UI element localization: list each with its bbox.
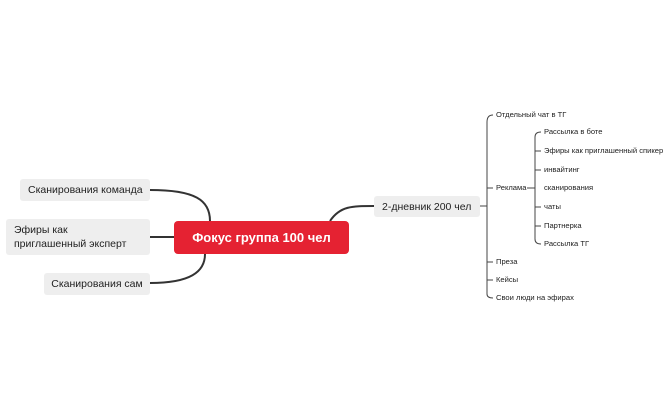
leaf-rassylka-tg[interactable]: Рассылка ТГ [544,240,589,248]
connector-reklama-children [527,137,536,239]
leaf-rassylka-bot[interactable]: Рассылка в боте [544,128,603,136]
branch-2day[interactable]: 2-дневник 200 чел [374,196,480,217]
leaf-efiry-speaker[interactable]: Эфиры как приглашенный спикер [544,147,663,155]
leaf-invaiting[interactable]: инвайтинг [544,166,580,174]
root-label: Фокус группа 100 чел [192,230,331,245]
branch-scan-self[interactable]: Сканирования сам [44,273,150,295]
leaf-partnerka[interactable]: Партнерка [544,222,582,230]
connector-2day-children [480,122,488,294]
leaf-label: Свои люди на эфирах [496,293,574,302]
leaf-chaty[interactable]: чаты [544,203,561,211]
branch-scan-team[interactable]: Сканирования команда [20,179,150,201]
root-node[interactable]: Фокус группа 100 чел [174,221,349,254]
leaf-label: Кейсы [496,275,519,284]
leaf-svoi-ludi[interactable]: Свои люди на эфирах [496,294,574,302]
leaf-label: Рассылка ТГ [544,239,590,248]
leaf-reklama[interactable]: Реклама [496,184,526,192]
leaf-skanirovaniya[interactable]: сканирования [544,184,593,192]
branch-efiry-expert[interactable]: Эфиры как приглашенный эксперт [6,219,150,255]
leaf-separate-chat[interactable]: Отдельный чат в ТГ [496,111,566,119]
leaf-label: сканирования [544,183,594,192]
leaf-preza[interactable]: Преза [496,258,517,266]
leaf-label: Партнерка [544,221,582,230]
leaf-keisy[interactable]: Кейсы [496,276,518,284]
branch-label: Эфиры как приглашенный эксперт [14,224,127,250]
connector-root-to-2day [329,205,375,222]
leaf-label: Эфиры как приглашенный спикер [544,146,664,155]
connector-root-to-scan-team [149,189,211,222]
leaf-label: инвайтинг [544,165,580,174]
branch-label: Сканирования сам [51,278,143,290]
branch-label: 2-дневник 200 чел [382,200,472,213]
branch-label: Сканирования команда [28,184,143,196]
leaf-label: Реклама [496,183,527,192]
leaf-label: Отдельный чат в ТГ [496,110,567,119]
connector-root-to-scan-self [149,253,206,284]
leaf-label: Рассылка в боте [544,127,603,136]
leaf-label: чаты [544,202,561,211]
leaf-label: Преза [496,257,518,266]
